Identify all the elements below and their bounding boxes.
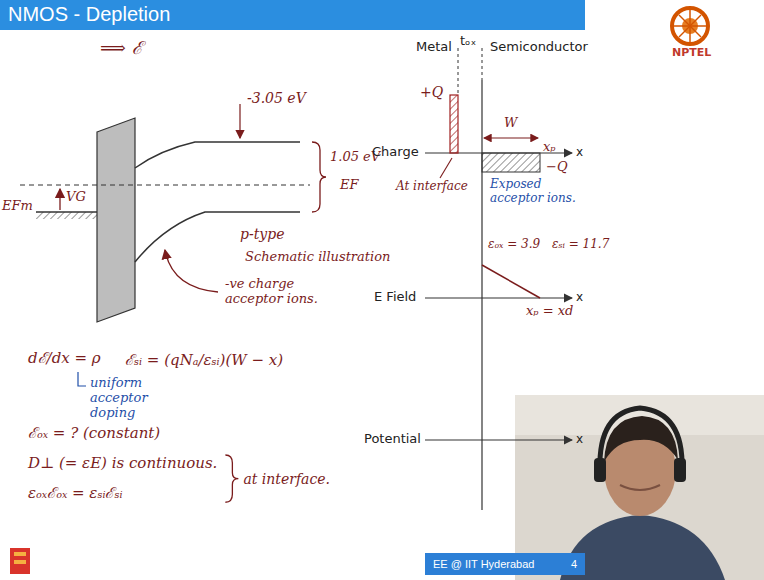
annotation-text: εₛᵢ = 11.7: [552, 238, 609, 252]
annotation-text: W: [504, 116, 517, 131]
annotation-text: At interface: [396, 180, 468, 194]
annotation-text: D⊥ (= εE) is continuous.: [28, 455, 217, 472]
annotation-text: -ve charge acceptor ions.: [225, 277, 355, 307]
annotation-text: at interface.: [243, 471, 330, 487]
annotation-text: VG: [66, 190, 86, 205]
annotation-text: EF: [340, 178, 359, 193]
annotation-text: xₚ: [543, 140, 556, 155]
annotation-text: x: [576, 291, 583, 305]
annotation-text: dℰ/dx = ρ: [28, 350, 101, 367]
annotation-text: ℰₛᵢ = (qNₐ/εₛᵢ)(W − x): [125, 352, 283, 369]
annotation-text: ℰₒₓ = ? (constant): [28, 425, 160, 442]
annotation-text: Schematic illustration: [245, 250, 390, 265]
footer-band: EE @ IIT Hyderabad 4: [425, 553, 585, 575]
annotation-text: εₒₓℰₒₓ = εₛᵢℰₛᵢ: [28, 485, 123, 502]
footer-text: 4: [571, 558, 577, 571]
nptel-logo: [672, 8, 708, 44]
annotation-text: NPTEL: [672, 47, 711, 60]
annotation-text: ⟹ ℰ: [100, 38, 143, 59]
annotation-text: uniform acceptor doping: [90, 376, 190, 421]
annotation-text: −Q: [546, 160, 568, 175]
annotation-text: εₒₓ = 3.9: [488, 238, 540, 252]
annotation-text: EFm: [2, 199, 33, 214]
title-bar: NMOS - Depletion: [0, 0, 585, 30]
annotation-text: x: [576, 146, 583, 160]
annotation-text: Potential: [364, 432, 421, 447]
annotation-text: x: [576, 433, 583, 447]
annotation-text: E Field: [374, 290, 416, 305]
annotation-text: tₒₓ: [460, 34, 476, 49]
annotation-text: Charge: [372, 145, 419, 160]
annotation-text: Metal: [416, 40, 452, 55]
annotation-text: Semiconductor: [490, 40, 588, 55]
annotation-text: +Q: [420, 84, 443, 100]
annotation-text: p-type: [240, 226, 284, 242]
slide-title: NMOS - Depletion: [8, 3, 170, 26]
footer-text: EE @ IIT Hyderabad: [433, 558, 534, 571]
annotation-text: Exposed acceptor ions.: [490, 178, 585, 206]
plots: [425, 48, 572, 510]
book-logo: [10, 548, 30, 574]
annotation-text: xₚ = xd: [526, 304, 573, 319]
annotation-text: -3.05 eV: [247, 90, 306, 106]
